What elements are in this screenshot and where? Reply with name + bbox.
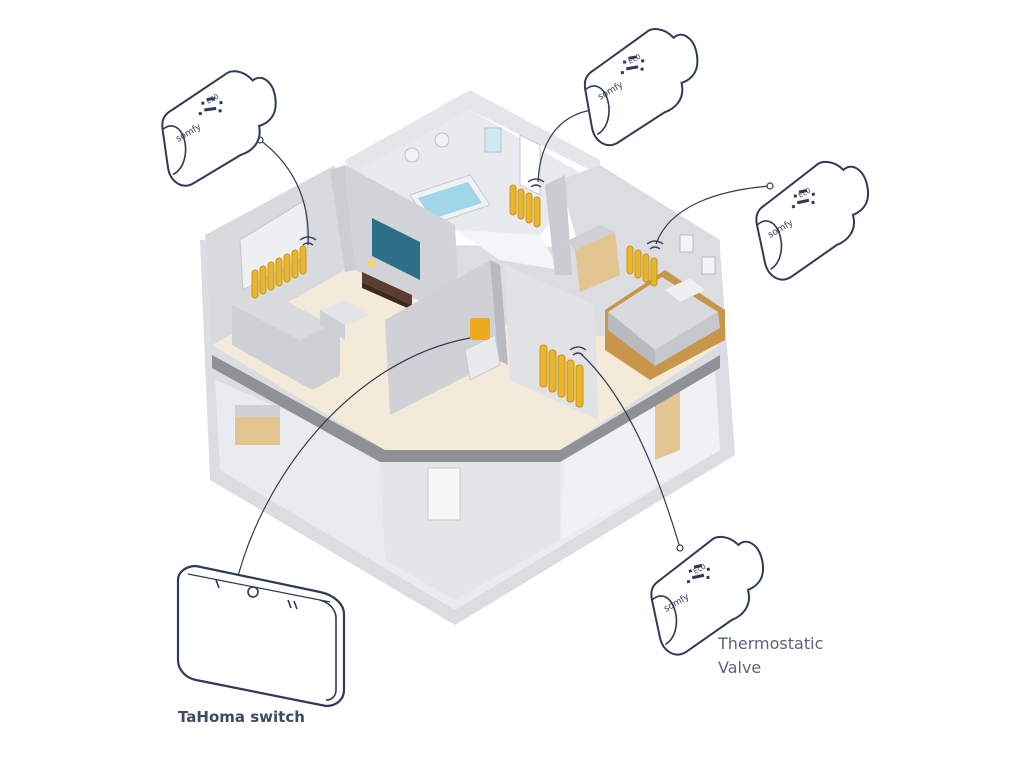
radiator-icon [509, 184, 541, 228]
connector-dot [676, 544, 684, 552]
wall-frame [701, 256, 716, 275]
living-room-window [239, 199, 309, 291]
tahoma-switch-icon [176, 564, 346, 708]
table-lamp [368, 259, 376, 267]
tahoma-switch-label: TaHoma switch [178, 708, 305, 726]
thermostatic-valve-label-line1: Thermostatic [718, 634, 824, 653]
bath-lamp [434, 132, 450, 148]
bedroom-inner-wall [545, 175, 572, 275]
hub-center-button [247, 586, 259, 598]
radiator-icon [626, 245, 658, 287]
shower [519, 134, 541, 196]
house-cutaway [200, 90, 735, 625]
bath-lamp [404, 147, 420, 163]
radiator-icon [539, 344, 584, 408]
living-divider-wall [330, 165, 355, 272]
wall-thermostat [470, 318, 490, 340]
hub-button-mark [293, 600, 298, 610]
tv-stand [362, 272, 412, 305]
connector-line [259, 139, 309, 246]
connector-line [581, 354, 681, 549]
bathroom-floor [455, 230, 560, 270]
bedroom-partition [505, 265, 598, 420]
bathtub-water [418, 182, 482, 219]
connector-lines [234, 109, 771, 589]
dresser [575, 232, 620, 292]
thermostatic-valve-label: Thermostatic Valve [718, 632, 823, 680]
thermostatic-valve-icon [746, 153, 884, 284]
bathroom-back-wall [345, 90, 600, 175]
thermostatic-valve-icon [575, 21, 711, 149]
ground-door [655, 390, 680, 460]
ground-floor-front-wall [380, 455, 560, 600]
center-wall [385, 260, 498, 415]
hub-button-mark [287, 599, 292, 609]
tv-screen [372, 218, 420, 280]
thermostatic-valve-label-line2: Valve [718, 658, 762, 677]
floor-slab-edge [212, 355, 720, 462]
wifi-signal-icon [646, 240, 664, 250]
wifi-signal-icon [527, 178, 545, 188]
connector-dot [766, 182, 774, 190]
ottoman [320, 300, 370, 325]
connector-line [537, 109, 593, 183]
thermostatic-valve-icon [154, 64, 287, 189]
wifi-signal-icon [569, 346, 587, 356]
pillow [665, 278, 705, 302]
radiator-icon [251, 245, 307, 299]
boiler [427, 467, 461, 521]
connector-line [234, 337, 471, 589]
bath-mirror [484, 127, 502, 153]
wall-frame [679, 234, 694, 253]
hub-button-mark [215, 579, 220, 589]
connector-line [655, 185, 771, 245]
